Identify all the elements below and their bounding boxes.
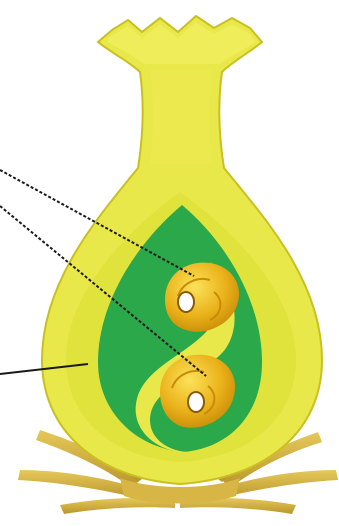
ovule-lower-nucleus — [188, 392, 204, 412]
style — [150, 70, 212, 164]
ovule-upper-nucleus — [178, 292, 194, 312]
